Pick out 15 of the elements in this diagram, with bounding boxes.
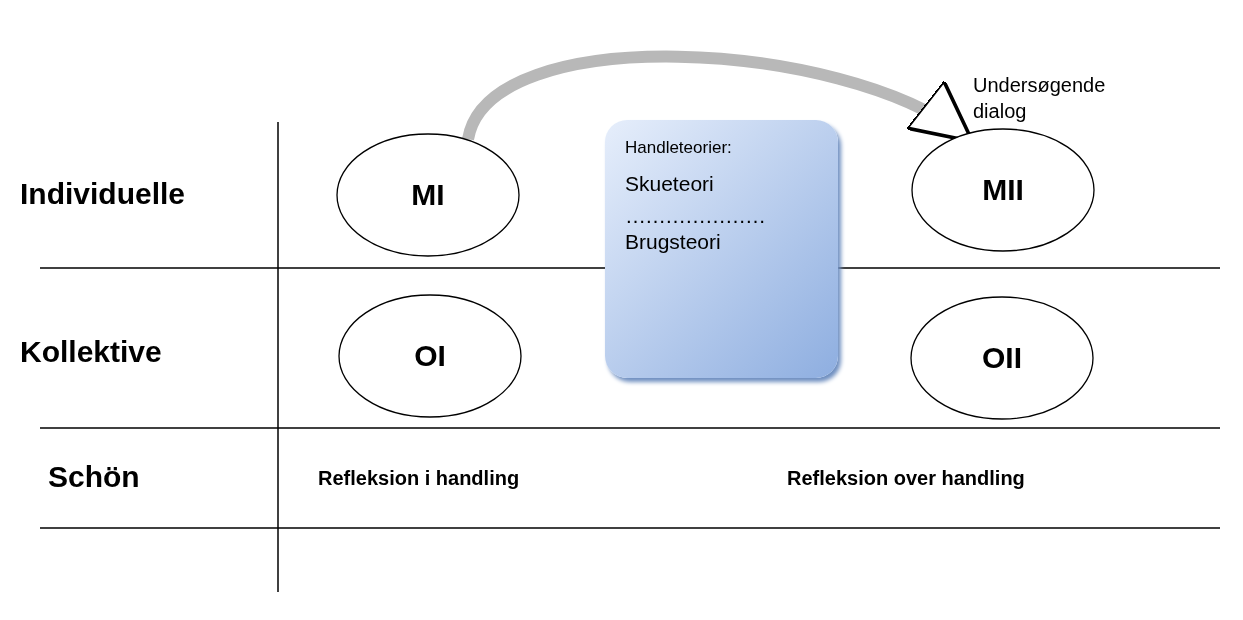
column-note: Refleksion i handling xyxy=(318,467,520,490)
model-label: MI xyxy=(411,178,445,212)
dotted-separator: ………………… xyxy=(625,204,765,228)
edge-label: Undersøgende dialog xyxy=(973,73,1107,125)
card-heading: Handleteorier: xyxy=(625,138,732,158)
model-label: OII xyxy=(982,341,1022,375)
model-label: OI xyxy=(414,339,446,373)
row-heading: Kollektive xyxy=(20,335,162,369)
row-heading: Schön xyxy=(48,460,140,494)
row-heading: Individuelle xyxy=(20,177,186,211)
theory-name: Skueteori xyxy=(625,172,714,196)
model-label: MII xyxy=(982,173,1024,207)
theory-name: Brugsteori xyxy=(625,230,721,254)
column-note: Refleksion over handling xyxy=(787,467,1025,490)
theory-card xyxy=(605,120,838,378)
